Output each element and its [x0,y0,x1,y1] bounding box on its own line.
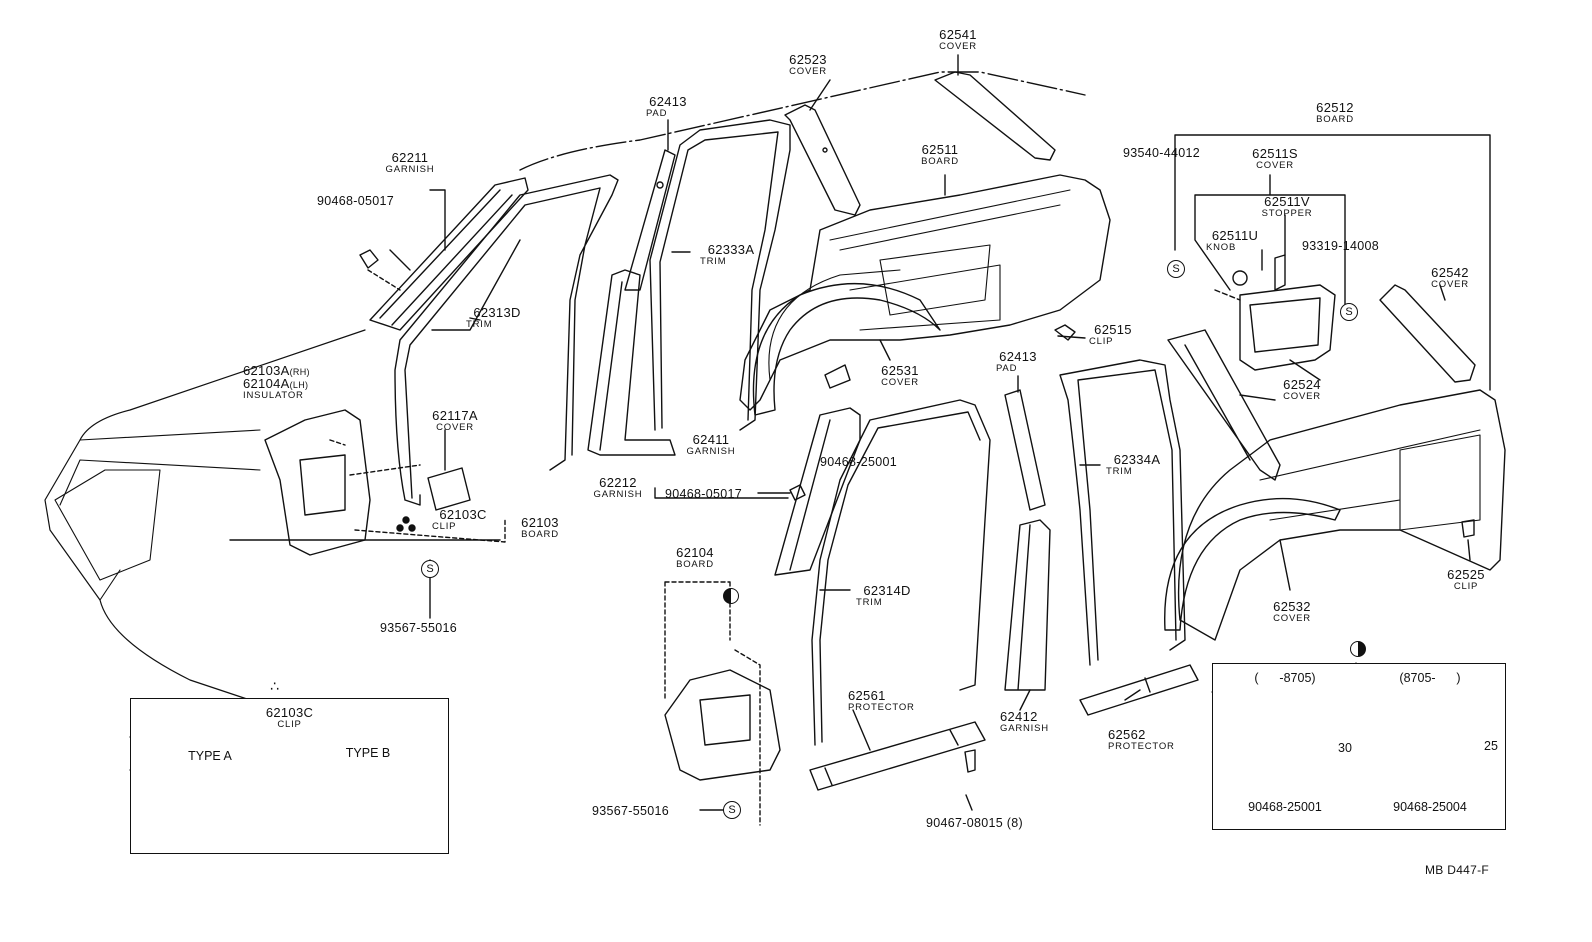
body-outline [44,329,366,701]
trim-62314d-shape [811,399,991,746]
garnish-62212-shape [774,407,861,576]
window-outline [54,469,161,581]
cover-62117a-shape [427,467,471,511]
cover-62524-shape [1167,329,1281,481]
board-62512-shape [1177,389,1506,641]
clip-table-type-a: TYPE A [188,749,232,763]
three-dot-symbol: ∴ [270,678,279,694]
garnish-62412-shape [1004,519,1051,691]
nut-90468-05017b-shape [789,484,806,501]
label-insulator: 62103A(RH) 62104A(LH) INSULATOR [243,363,310,401]
clip-table: 62103C CLIP TYPE A TYPE B [130,698,449,854]
ref-93540-44012: 93540-44012 [1123,146,1200,160]
pad-62413-bottom-shape [1004,389,1046,511]
ref-90468-05017-top: 90468-05017 [317,194,394,208]
protector-62561-shape [809,721,986,791]
half-circle-symbol-b [1350,641,1366,657]
stopper-62511v-shape [1274,254,1286,291]
ref-93567-55016-left: 93567-55016 [380,621,457,635]
hole-dim-b: 25 [1484,739,1498,753]
hole-table-col-a: ( -8705) [1254,671,1316,685]
garnish-62411-shape [587,269,676,456]
roof-outline [519,71,1086,171]
s-symbol-left: S [421,560,439,578]
hole-table-col-b: (8705- ) [1399,671,1461,685]
ref-93319-14008: 93319-14008 [1302,239,1379,253]
bolt-90467-08015-shape [964,749,976,773]
garnish-62211-shape [369,177,529,331]
hood-line [59,429,261,601]
trim-62313d-shape [394,174,619,506]
clip-table-header: 62103C CLIP [265,705,314,730]
ref-90468-05017-mid: 90468-05017 [665,487,742,501]
cover-62532-shape [1164,497,1341,631]
hole-part-b: 90468-25004 [1393,800,1467,814]
clip-62515-shape [1054,324,1076,341]
cover-62531-shape [752,283,941,416]
pad-62413-top-shape [624,149,676,291]
cover-62523-shape [784,104,861,216]
trim-62334a-shape [1059,359,1186,666]
s-symbol-top: S [1167,260,1185,278]
diagram-code: MB D447-F [1425,863,1490,877]
board-62511-shape [739,174,1111,411]
s-symbol-bottom: S [723,801,741,819]
knob-62511u-shape [1232,270,1248,286]
clip-62525-shape [1461,519,1475,538]
protector-62562-shape [1079,664,1199,716]
ref-90467-08015: 90467-08015 (8) [926,816,1023,830]
ref-90468-25001: 90468-25001 [820,455,897,469]
nut-90468-05017-shape [359,249,379,269]
board-62103-shape [264,409,371,556]
cover-62542-shape [1379,284,1476,383]
cover-62511s-shape [1239,284,1336,371]
half-circle-symbol-a [723,588,739,604]
s-symbol-right: S [1340,303,1358,321]
hole-dim-a: 30 [1338,741,1352,755]
cover-62541-shape [934,71,1056,161]
clip-table-type-b: TYPE B [345,746,391,760]
board-62104-shape [664,669,781,781]
hole-table-frame: ( -8705) (8705- ) 30 25 90468-25001 9046… [1212,663,1506,830]
ref-93567-55016-bottom: 93567-55016 [592,804,669,818]
hole-part-a: 90468-25001 [1248,800,1322,814]
